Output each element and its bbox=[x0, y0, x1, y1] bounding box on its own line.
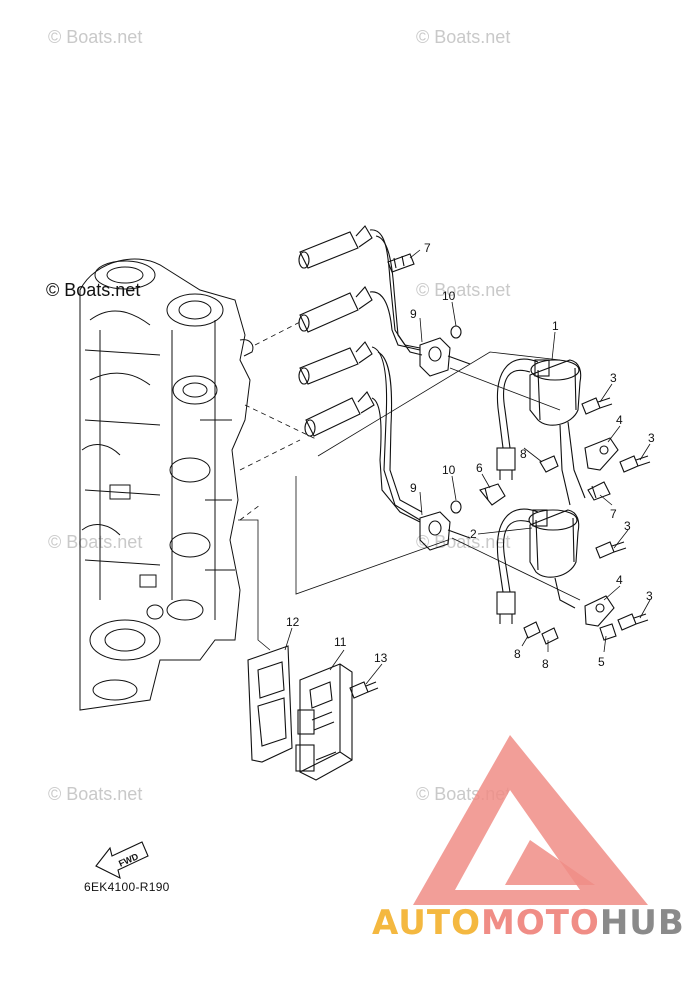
plug-leads bbox=[298, 225, 423, 523]
plate-4-upper bbox=[584, 437, 619, 471]
callout-3: 3 bbox=[610, 371, 617, 385]
callout-7: 7 bbox=[610, 507, 617, 521]
reference-lines bbox=[238, 351, 581, 651]
clip-8-b bbox=[523, 621, 541, 639]
watermark: © Boats.net bbox=[48, 532, 143, 552]
callout-8: 8 bbox=[514, 647, 521, 661]
clip-8-a bbox=[539, 455, 559, 473]
ignition-coil-1 bbox=[496, 358, 586, 506]
callout-4: 4 bbox=[616, 573, 623, 587]
watermark: © Boats.net bbox=[48, 27, 143, 47]
callout-4: 4 bbox=[616, 413, 623, 427]
watermark: © Boats.net bbox=[416, 280, 511, 300]
callout-8: 8 bbox=[542, 657, 549, 671]
bolt-3-b bbox=[619, 455, 651, 473]
callout-3: 3 bbox=[624, 519, 631, 533]
bolt-13 bbox=[349, 681, 379, 699]
clamp-7-upper bbox=[387, 253, 415, 273]
bracket-9-lower bbox=[419, 511, 471, 551]
gasket-12 bbox=[247, 645, 293, 763]
watermark: © Boats.net bbox=[46, 280, 141, 300]
callout-2: 2 bbox=[470, 527, 477, 541]
clip-8-c bbox=[541, 627, 559, 645]
brand-logo-text: AUTOMOTOHUB bbox=[372, 903, 685, 943]
watermark: © Boats.net bbox=[416, 27, 511, 47]
plate-4-lower bbox=[584, 595, 615, 627]
callout-9: 9 bbox=[410, 481, 417, 495]
diagram-code: 6EK4100-R190 bbox=[84, 880, 170, 894]
callout-11: 11 bbox=[334, 635, 347, 649]
engine-block bbox=[79, 258, 254, 711]
bracket-9-upper bbox=[419, 337, 471, 377]
callout-12: 12 bbox=[286, 615, 300, 629]
clip-5 bbox=[599, 623, 617, 641]
watermark: © Boats.net bbox=[48, 784, 143, 804]
bolt-3-c bbox=[595, 541, 627, 559]
callout-3: 3 bbox=[648, 431, 655, 445]
connector-6 bbox=[479, 483, 506, 506]
callout-9: 9 bbox=[410, 307, 417, 321]
callout-5: 5 bbox=[598, 655, 605, 669]
callout-7: 7 bbox=[424, 241, 431, 255]
ignition-coil-2 bbox=[496, 508, 580, 624]
callout-10: 10 bbox=[442, 289, 456, 303]
callout-1: 1 bbox=[552, 319, 559, 333]
collar-10-lower bbox=[450, 500, 462, 514]
callout-6: 6 bbox=[476, 461, 483, 475]
clamp-7-lower bbox=[587, 481, 611, 501]
callout-8: 8 bbox=[520, 447, 527, 461]
callout-10: 10 bbox=[442, 463, 456, 477]
callout-13: 13 bbox=[374, 651, 388, 665]
leader-lines bbox=[284, 249, 651, 685]
bolt-3-d bbox=[617, 613, 649, 631]
cdi-unit-11 bbox=[295, 663, 353, 781]
callout-3: 3 bbox=[646, 589, 653, 603]
alignment-lines bbox=[239, 321, 319, 521]
